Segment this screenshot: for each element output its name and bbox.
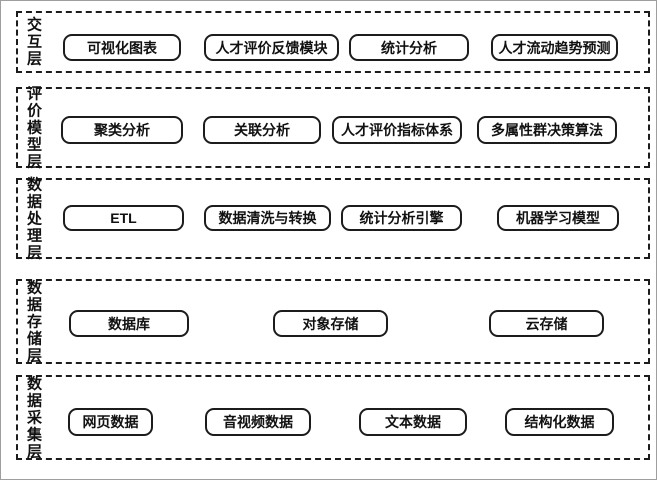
layer-data-storage-label: 数据存储层 xyxy=(25,279,42,364)
box-object-storage: 对象存储 xyxy=(273,310,388,337)
layer-interaction-label: 交互层 xyxy=(25,16,42,68)
box-cloud-storage: 云存储 xyxy=(489,310,604,337)
layer-data-processing-label: 数据处理层 xyxy=(25,176,42,261)
box-talent-evaluation-indicator-system: 人才评价指标体系 xyxy=(332,116,462,144)
layer-evaluation-model: 评价模型层 聚类分析 关联分析 人才评价指标体系 多属性群决策算法 xyxy=(16,85,650,170)
box-database: 数据库 xyxy=(69,310,189,337)
layer-interaction: 交互层 可视化图表 人才评价反馈模块 统计分析 人才流动趋势预测 xyxy=(16,11,650,73)
box-talent-flow-trend-prediction: 人才流动趋势预测 xyxy=(491,34,618,61)
layer-data-collection: 数据采集层 网页数据 音视频数据 文本数据 结构化数据 xyxy=(16,375,650,460)
layer-data-collection-label: 数据采集层 xyxy=(25,375,42,460)
box-audio-video-data: 音视频数据 xyxy=(205,408,311,436)
box-statistical-analysis-engine: 统计分析引擎 xyxy=(341,205,462,231)
box-multi-attribute-group-decision-algorithm: 多属性群决策算法 xyxy=(477,116,617,144)
box-data-cleaning-transformation: 数据清洗与转换 xyxy=(204,205,331,231)
box-talent-evaluation-feedback-module: 人才评价反馈模块 xyxy=(204,34,339,61)
layer-data-storage: 数据存储层 数据库 对象存储 云存储 xyxy=(16,279,650,364)
box-visualization-charts: 可视化图表 xyxy=(63,34,181,61)
box-cluster-analysis: 聚类分析 xyxy=(61,116,183,144)
box-statistical-analysis: 统计分析 xyxy=(349,34,469,61)
layer-data-processing: 数据处理层 ETL 数据清洗与转换 统计分析引擎 机器学习模型 xyxy=(16,176,650,261)
box-association-analysis: 关联分析 xyxy=(203,116,321,144)
box-web-data: 网页数据 xyxy=(68,408,153,436)
box-text-data: 文本数据 xyxy=(359,408,467,436)
box-machine-learning-model: 机器学习模型 xyxy=(497,205,619,231)
box-structured-data: 结构化数据 xyxy=(505,408,614,436)
box-etl: ETL xyxy=(63,205,184,231)
layer-evaluation-model-label: 评价模型层 xyxy=(25,85,42,170)
